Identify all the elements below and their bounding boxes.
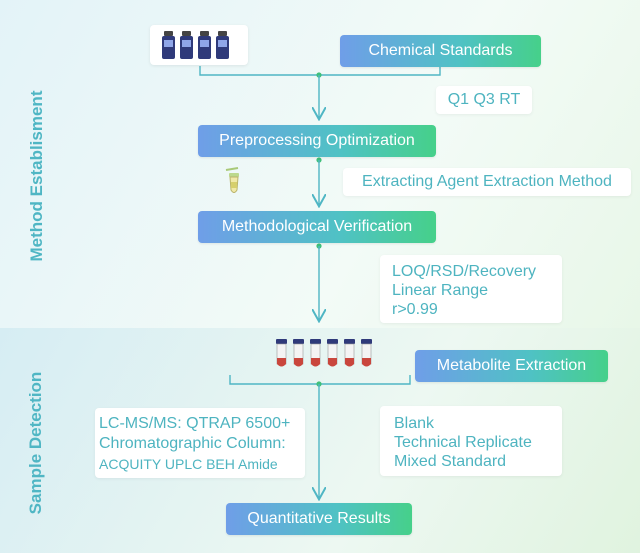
samples-note: Blank Technical Replicate Mixed Standard [380,406,562,476]
validation-line: Linear Range [392,282,489,299]
sample-line: Blank [394,415,435,432]
instrument-line: Chromatographic Column: [99,435,286,452]
q1-q3-rt-note: Q1 Q3 RT [436,86,532,114]
methodological-verification-box: Methodological Verification [198,211,436,243]
quantitative-results-box: Quantitative Results [226,503,412,535]
validation-line: LOQ/RSD/Recovery [392,263,537,280]
extracting-agent-note: Extracting Agent Extraction Method [343,168,631,196]
section-label-sample: Sample Detection [26,371,45,515]
sample-line: Technical Replicate [394,434,532,451]
metabolite-extraction-box: Metabolite Extraction [415,350,608,382]
chemical-standards-box: Chemical Standards [340,35,541,67]
tube-icon [222,166,246,196]
preprocessing-optimization-box: Preprocessing Optimization [198,125,436,157]
instrument-line: LC-MS/MS: QTRAP 6500+ [99,415,291,432]
instrument-line: ACQUITY UPLC BEH Amide [99,456,278,472]
sample-tubes-icon [270,336,376,372]
bottles-icon [150,25,248,65]
instrument-note: LC-MS/MS: QTRAP 6500+ Chromatographic Co… [95,408,305,478]
validation-line: r>0.99 [392,301,438,318]
sample-line: Mixed Standard [394,453,507,470]
section-label-method: Method Establisment [27,90,46,262]
validation-note: LOQ/RSD/Recovery Linear Range r>0.99 [380,255,562,323]
